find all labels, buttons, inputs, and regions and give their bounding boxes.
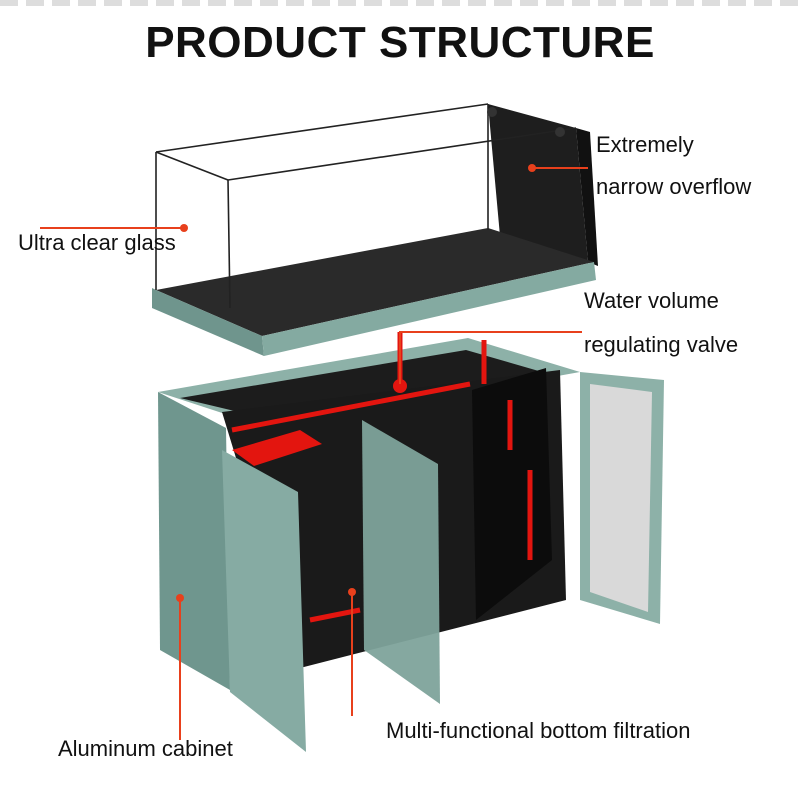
- valve-label-line2: regulating valve: [584, 332, 739, 357]
- aluminum-cabinet: [158, 332, 664, 752]
- tank-floor: [156, 228, 594, 336]
- tank-base-front: [262, 262, 596, 356]
- tank-base-left: [152, 288, 264, 356]
- valve-label-line1: Water volume: [584, 288, 719, 313]
- filtration-label: Multi-functional bottom filtration: [386, 718, 691, 743]
- page-title: PRODUCT STRUCTURE: [145, 18, 655, 67]
- overflow-panel: [488, 104, 588, 262]
- cabinet-left-door: [222, 450, 306, 752]
- overflow-label-line1: Extremely: [596, 132, 694, 157]
- filter-sponge: [232, 430, 322, 466]
- glass-edges: [155, 103, 577, 309]
- cropped-top-text-strip: [0, 0, 800, 6]
- cabinet-middle-door: [362, 420, 440, 704]
- aquarium-tank: [152, 103, 598, 356]
- callout-dots: [176, 164, 536, 602]
- overflow-label-line2: narrow overflow: [596, 174, 752, 199]
- callout-lines: [40, 167, 588, 740]
- cabinet-left-side: [158, 392, 230, 690]
- regulating-valve: [393, 379, 407, 393]
- cabinet-label: Aluminum cabinet: [58, 736, 233, 761]
- glass-label: Ultra clear glass: [18, 230, 176, 255]
